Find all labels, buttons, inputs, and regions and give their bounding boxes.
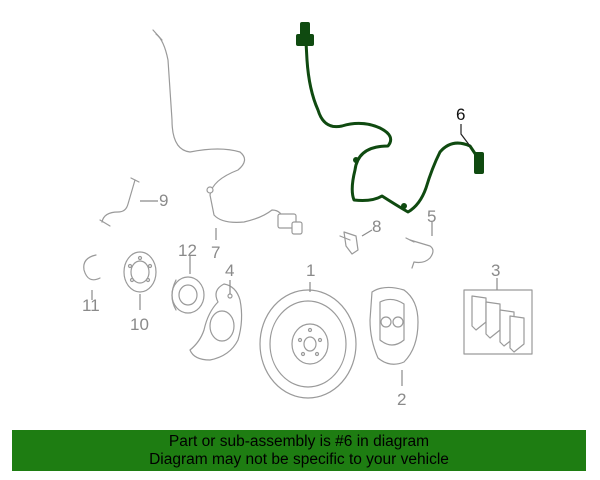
info-banner: Part or sub-assembly is #6 in diagram Di… [12,430,586,471]
callout-8: 8 [372,217,381,236]
callout-11: 11 [82,296,100,315]
callout-12: 12 [178,241,197,260]
part-6-cable [304,40,480,214]
part-6-sensor-wire[interactable] [296,22,484,214]
callout-7: 7 [211,243,220,262]
callout-9: 9 [159,191,168,210]
part-12-bearing[interactable] [171,256,205,314]
callout-3: 3 [491,261,500,280]
part-11-snap-ring[interactable] [83,254,101,300]
callout-10: 10 [130,315,149,334]
part-3-pad-set[interactable] [463,278,533,355]
callout-1: 1 [306,261,315,280]
part-1-rotor[interactable] [259,282,357,399]
part-2-caliper[interactable] [369,286,419,386]
callout-5: 5 [427,207,436,226]
banner-line-2: Diagram may not be specific to your vehi… [149,450,449,468]
part-7-sensor-wire[interactable] [152,29,303,235]
leader-6 [460,124,471,147]
part-8-bracket[interactable] [339,229,373,255]
callout-4: 4 [225,261,234,280]
part-10-hub[interactable] [123,251,157,310]
part-4-knuckle[interactable] [189,280,243,361]
part-9-brake-hose[interactable] [99,177,158,227]
part-6-clip [401,203,407,209]
banner-line-1: Part or sub-assembly is #6 in diagram [168,432,430,450]
part-6-clip [353,157,359,163]
part-5-wear-sensor[interactable] [405,222,434,269]
callout-6: 6 [456,105,465,124]
part-6-sensor-head [474,152,484,174]
part-6-connector-body [296,34,314,46]
callout-2: 2 [397,390,406,409]
